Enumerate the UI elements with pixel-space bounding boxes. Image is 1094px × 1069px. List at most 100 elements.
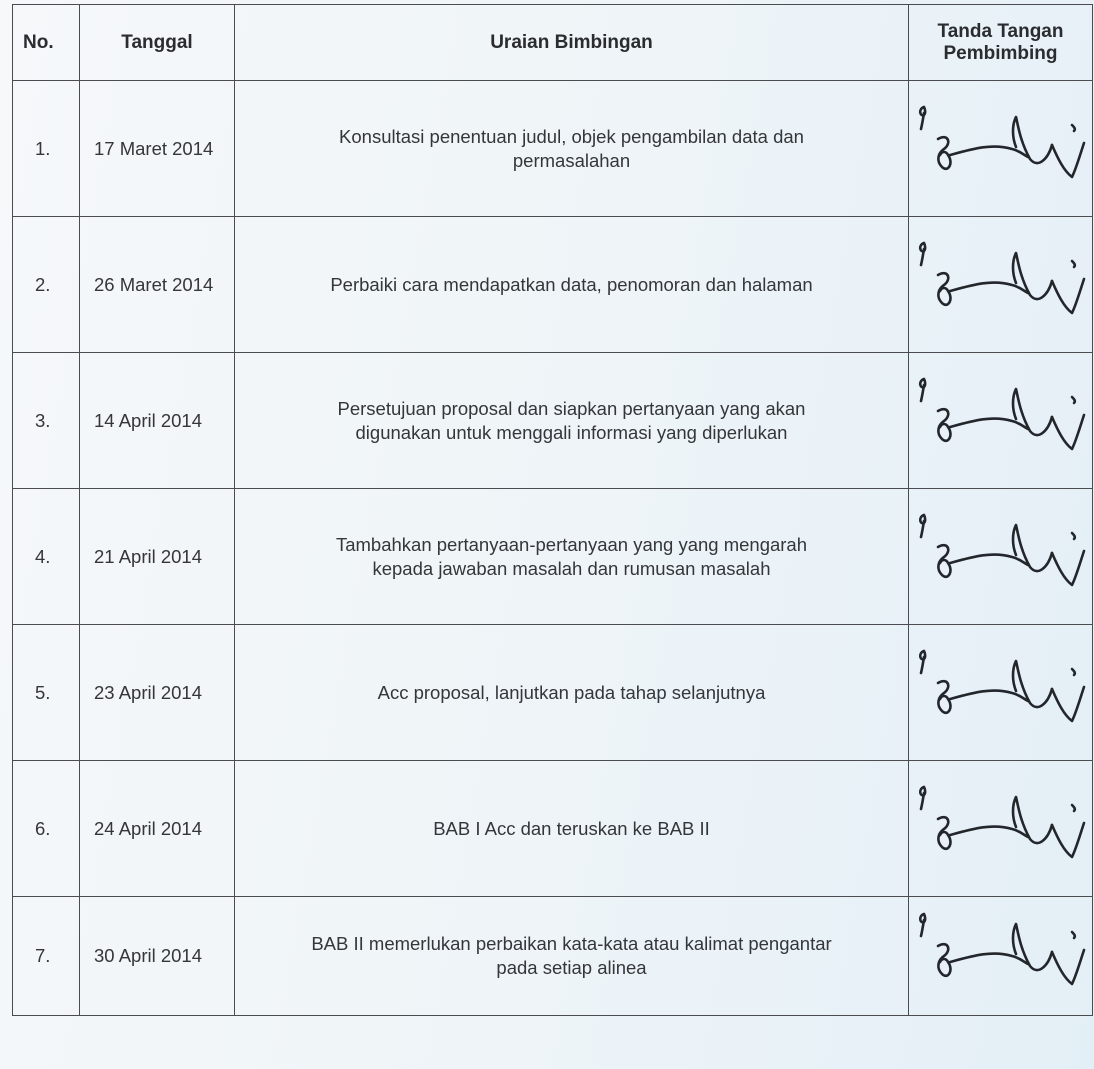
signature-stroke bbox=[936, 135, 952, 170]
row-signature bbox=[908, 216, 1093, 353]
header-no: No. bbox=[12, 4, 80, 81]
row-date: 14 April 2014 bbox=[79, 352, 235, 489]
header-signature: Tanda Tangan Pembimbing bbox=[908, 4, 1093, 81]
signature-stroke bbox=[1011, 523, 1053, 572]
signature-stroke bbox=[1070, 259, 1076, 268]
signature-stroke bbox=[1070, 930, 1076, 940]
table-row: 2. 26 Maret 2014 Perbaiki cara mendapatk… bbox=[12, 216, 1093, 353]
row-description-line2: digunakan untuk menggali informasi yang … bbox=[355, 421, 788, 443]
signature-image bbox=[918, 241, 1085, 314]
signature-image bbox=[918, 912, 1085, 986]
signature-stroke bbox=[918, 105, 926, 130]
signature-stroke bbox=[1050, 277, 1085, 314]
signature-stroke bbox=[1070, 395, 1076, 404]
row-description-line1: BAB I Acc dan teruskan ke BAB II bbox=[433, 817, 710, 839]
row-description: Konsultasi penentuan judul, objek pengam… bbox=[234, 80, 909, 217]
signature-stroke bbox=[918, 513, 926, 538]
row-number: 2. bbox=[12, 216, 80, 353]
signature-stroke bbox=[948, 824, 1029, 838]
signature-image bbox=[918, 785, 1085, 858]
row-description-line1: Konsultasi penentuan judul, objek pengam… bbox=[339, 125, 804, 147]
guidance-log-table: No. Tanggal Uraian Bimbingan Tanda Tanga… bbox=[12, 4, 1093, 1016]
row-description: Acc proposal, lanjutkan pada tahap selan… bbox=[234, 624, 909, 761]
row-date: 26 Maret 2014 bbox=[79, 216, 235, 353]
table-row: 6. 24 April 2014 BAB I Acc dan teruskan … bbox=[12, 760, 1093, 897]
signature-image bbox=[918, 377, 1085, 450]
header-signature-line1: Tanda Tangan bbox=[937, 20, 1064, 42]
row-description-line1: Perbaiki cara mendapatkan data, penomora… bbox=[330, 273, 813, 295]
row-signature bbox=[908, 488, 1093, 625]
table-row: 7. 30 April 2014 BAB II memerlukan perba… bbox=[12, 896, 1093, 1016]
table-header-row: No. Tanggal Uraian Bimbingan Tanda Tanga… bbox=[12, 4, 1093, 81]
signature-stroke bbox=[1011, 115, 1053, 164]
signature-stroke bbox=[918, 912, 926, 938]
table-row: 4. 21 April 2014 Tambahkan pertanyaan-pe… bbox=[12, 488, 1093, 625]
signature-stroke bbox=[948, 416, 1029, 430]
signature-image bbox=[918, 105, 1085, 178]
row-signature bbox=[908, 624, 1093, 761]
row-description-line2: kepada jawaban masalah dan rumusan masal… bbox=[372, 557, 771, 579]
signature-stroke bbox=[948, 952, 1029, 966]
signature-image bbox=[918, 649, 1085, 722]
signature-stroke bbox=[1050, 549, 1085, 586]
row-date: 23 April 2014 bbox=[79, 624, 235, 761]
signature-stroke bbox=[1050, 948, 1085, 986]
row-date: 30 April 2014 bbox=[79, 896, 235, 1016]
signature-stroke bbox=[1070, 531, 1076, 540]
row-number: 6. bbox=[12, 760, 80, 897]
row-description: BAB I Acc dan teruskan ke BAB II bbox=[234, 760, 909, 897]
signature-stroke bbox=[918, 241, 926, 266]
row-description-line1: Tambahkan pertanyaan-pertanyaan yang yan… bbox=[335, 533, 808, 555]
signature-stroke bbox=[936, 271, 952, 306]
row-date: 24 April 2014 bbox=[79, 760, 235, 897]
signature-stroke bbox=[936, 679, 952, 714]
signature-stroke bbox=[1011, 251, 1053, 300]
signature-stroke bbox=[948, 144, 1029, 158]
row-signature bbox=[908, 760, 1093, 897]
header-signature-line2: Pembimbing bbox=[943, 42, 1058, 64]
signature-stroke bbox=[918, 785, 926, 810]
signature-stroke bbox=[918, 377, 926, 402]
row-number: 1. bbox=[12, 80, 80, 217]
row-description: BAB II memerlukan perbaikan kata-kata at… bbox=[234, 896, 909, 1016]
signature-stroke bbox=[1070, 667, 1076, 676]
signature-stroke bbox=[918, 649, 926, 674]
signature-stroke bbox=[1011, 387, 1053, 436]
row-description-line1: Acc proposal, lanjutkan pada tahap selan… bbox=[377, 681, 766, 703]
signature-stroke bbox=[936, 407, 952, 442]
row-description-line2: pada setiap alinea bbox=[496, 957, 647, 978]
row-signature bbox=[908, 352, 1093, 489]
signature-stroke bbox=[1011, 795, 1053, 844]
row-number: 7. bbox=[12, 896, 80, 1016]
signature-stroke bbox=[936, 815, 952, 850]
row-description: Persetujuan proposal dan siapkan pertany… bbox=[234, 352, 909, 489]
signature-stroke bbox=[948, 280, 1029, 294]
row-number: 4. bbox=[12, 488, 80, 625]
table-row: 5. 23 April 2014 Acc proposal, lanjutkan… bbox=[12, 624, 1093, 761]
table-row: 3. 14 April 2014 Persetujuan proposal da… bbox=[12, 352, 1093, 489]
row-description-line1: Persetujuan proposal dan siapkan pertany… bbox=[337, 397, 806, 419]
row-signature bbox=[908, 80, 1093, 217]
signature-image bbox=[918, 513, 1085, 586]
signature-stroke bbox=[948, 552, 1029, 566]
row-signature bbox=[908, 896, 1093, 1016]
row-number: 3. bbox=[12, 352, 80, 489]
row-number: 5. bbox=[12, 624, 80, 761]
signature-stroke bbox=[1050, 685, 1085, 722]
signature-stroke bbox=[1011, 659, 1053, 708]
table-row: 1. 17 Maret 2014 Konsultasi penentuan ju… bbox=[12, 80, 1093, 217]
signature-stroke bbox=[1070, 803, 1076, 812]
signature-stroke bbox=[1011, 922, 1053, 972]
header-date: Tanggal bbox=[79, 4, 235, 81]
row-date: 17 Maret 2014 bbox=[79, 80, 235, 217]
signature-stroke bbox=[1070, 123, 1076, 132]
row-description: Perbaiki cara mendapatkan data, penomora… bbox=[234, 216, 909, 353]
signature-stroke bbox=[936, 543, 952, 578]
signature-stroke bbox=[936, 942, 952, 978]
signature-stroke bbox=[1050, 413, 1085, 450]
signature-stroke bbox=[1050, 821, 1085, 858]
header-description: Uraian Bimbingan bbox=[234, 4, 909, 81]
row-description-line1: BAB II memerlukan perbaikan kata-kata at… bbox=[311, 933, 832, 954]
signature-stroke bbox=[948, 688, 1029, 702]
